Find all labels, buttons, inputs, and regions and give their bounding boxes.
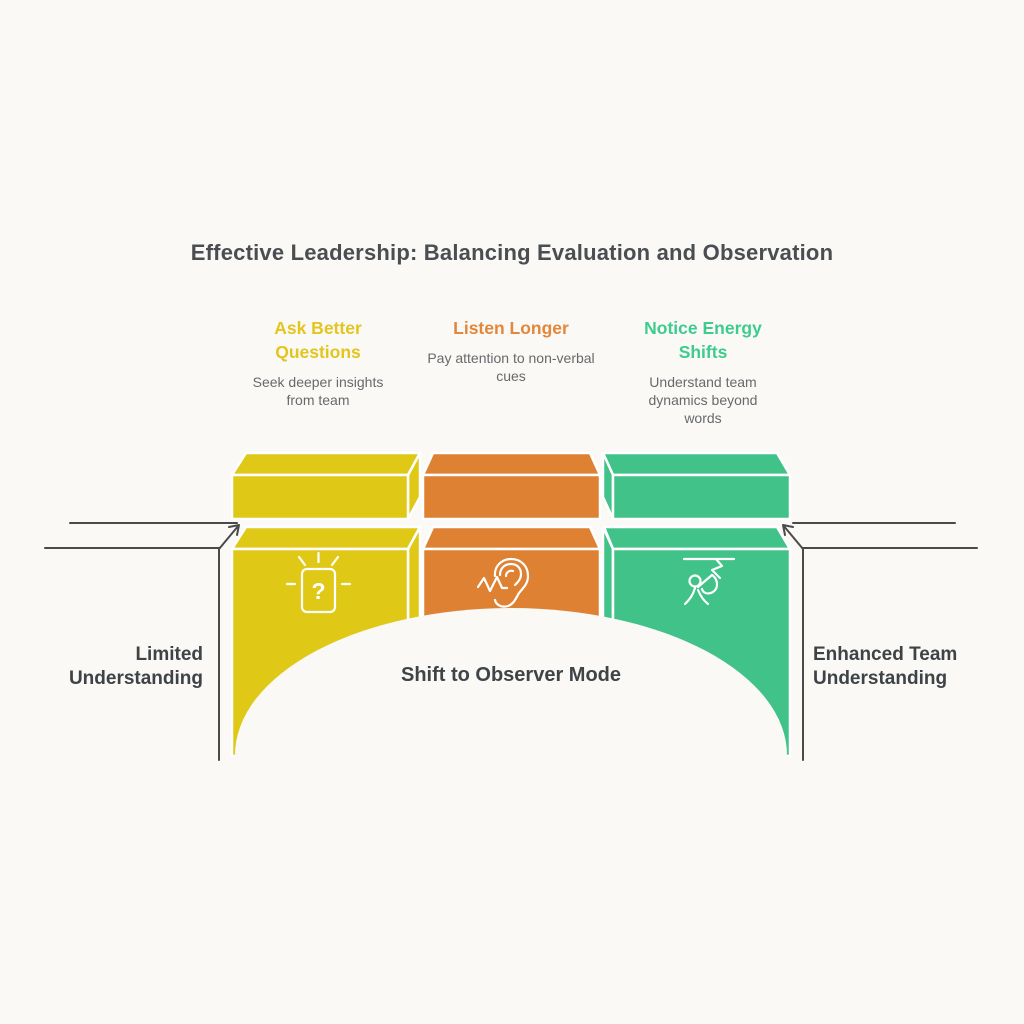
enhanced-team-understanding-label: Enhanced Team Understanding: [813, 644, 958, 689]
column-ask-better-questions: Ask Better Questions Seek deeper insight…: [253, 316, 384, 409]
question-mark-glyph: ?: [311, 578, 325, 604]
block-front-face: [611, 473, 792, 521]
limited-understanding-label: Limited Understanding: [68, 644, 203, 689]
arch-opening: [235, 608, 787, 902]
question-card-icon: ?: [285, 551, 352, 614]
top-block-green: [601, 451, 792, 521]
column-description: Seek deeper insights from team: [252, 374, 384, 408]
right-corner-edge: [782, 524, 804, 550]
ear-icon: [476, 557, 530, 608]
left-corner-edge: [218, 524, 240, 550]
column-description: Understand team dynamics beyond words: [648, 374, 758, 426]
block-top-face: [601, 451, 792, 477]
column-listen-longer: Listen Longer Pay attention to non-verba…: [426, 316, 596, 385]
block-top-face: [421, 451, 602, 477]
top-block-orange: [421, 451, 602, 521]
block-front-face: [421, 473, 602, 521]
block-top-face: [421, 525, 602, 551]
energy-person-icon: [682, 557, 736, 606]
top-block-yellow: [230, 451, 422, 521]
block-top-face: [230, 525, 422, 551]
column-description: Pay attention to non-verbal cues: [427, 350, 595, 384]
column-heading: Listen Longer: [453, 318, 569, 338]
column-notice-energy-shifts: Notice Energy Shifts Understand team dyn…: [633, 316, 773, 427]
column-heading: Ask Better Questions: [274, 318, 362, 362]
page-title: Effective Leadership: Balancing Evaluati…: [190, 240, 834, 265]
block-top-face: [602, 525, 792, 551]
shift-to-observer-mode-label: Shift to Observer Mode: [400, 664, 622, 686]
block-front-face: [230, 473, 410, 521]
block-top-face: [230, 451, 422, 477]
deck-lines: [44, 522, 978, 761]
column-heading: Notice Energy Shifts: [644, 318, 762, 362]
